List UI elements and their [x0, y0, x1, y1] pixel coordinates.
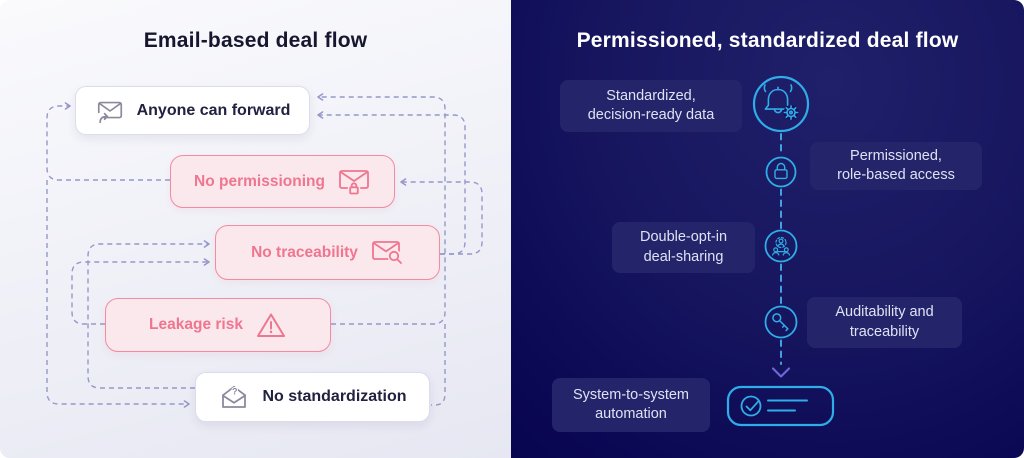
envelope-lock-icon [339, 169, 369, 195]
flow-box-label: No permissioning [194, 172, 325, 190]
lock-icon [765, 156, 797, 188]
flow-box-no-permissioning: No permissioning [170, 155, 395, 208]
left-panel-title: Email-based deal flow [143, 29, 368, 52]
flow-box-no-traceability: No traceability [215, 225, 440, 280]
envelope-search-icon [372, 240, 402, 264]
flow-box-leakage-risk: Leakage risk [105, 298, 331, 352]
envelope-forward-icon [97, 101, 122, 123]
vertical-flow-line [771, 133, 791, 378]
people-group-icon [764, 229, 798, 263]
flow-box-label: Anyone can forward [136, 101, 291, 119]
flow-box-no-standardization: ? No standardization [195, 372, 430, 422]
step-label-auditability: Auditability and traceability [807, 297, 962, 348]
step-label-standardized-data: Standardized, decision-ready data [560, 80, 742, 132]
flow-box-anyone-can-forward: Anyone can forward [75, 86, 310, 135]
step-label-double-opt-in: Double-opt-in deal-sharing [612, 222, 755, 273]
flow-box-label: Leakage risk [149, 316, 243, 333]
question-glyph: ? [233, 387, 239, 397]
flow-box-label: No standardization [262, 388, 407, 405]
arrow-down-chevron-icon [771, 367, 791, 378]
key-icon [764, 305, 798, 339]
right-panel-title: Permissioned, standardized deal flow [576, 29, 959, 52]
flow-box-label: No traceability [251, 243, 358, 261]
step-label-permissioned-access: Permissioned, role-based access [810, 142, 982, 190]
email-based-panel: Email-based deal flow A [0, 0, 511, 458]
envelope-open-question-icon: ? [222, 386, 247, 408]
check-document-icon [726, 385, 835, 427]
permissioned-panel: Permissioned, standardized deal flow [511, 0, 1024, 458]
step-label-system-automation: System-to-system automation [552, 378, 710, 432]
warning-triangle-icon [256, 313, 285, 337]
bell-gear-icon [752, 75, 810, 133]
